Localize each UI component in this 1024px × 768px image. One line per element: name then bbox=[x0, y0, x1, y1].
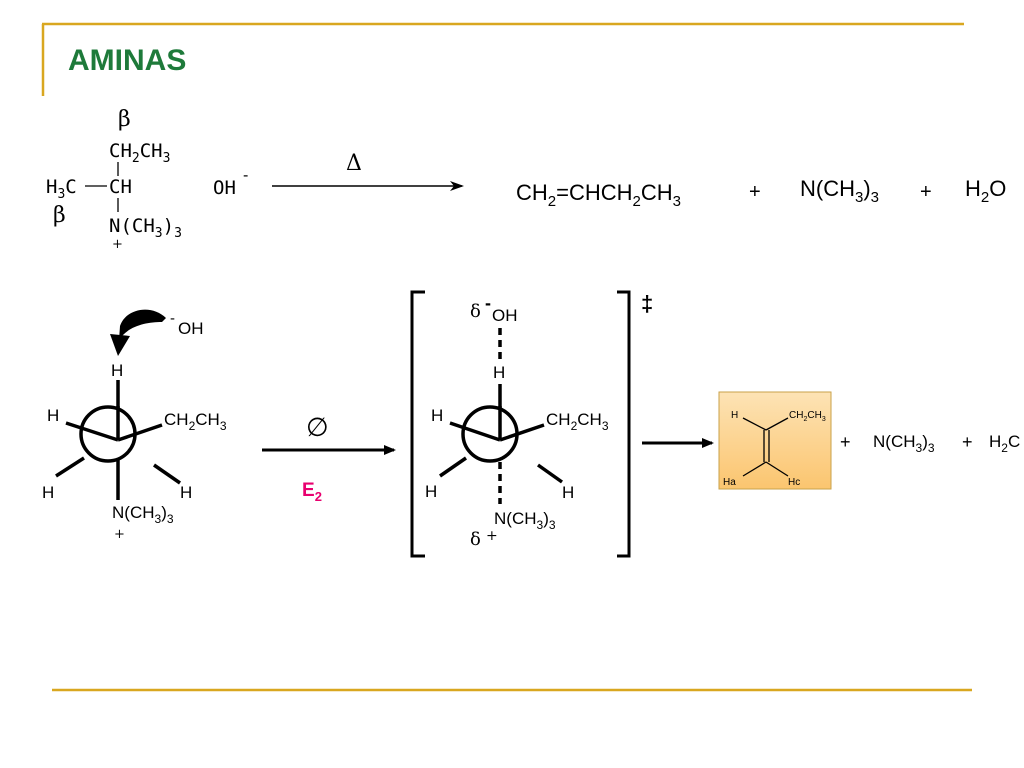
alkene-ha: Ha bbox=[723, 477, 736, 488]
plus-sign-1: + bbox=[749, 181, 761, 203]
heat-symbol: Δ bbox=[346, 151, 362, 176]
right-bracket bbox=[617, 290, 631, 558]
alkene-ethyl: CH2CH3 bbox=[789, 410, 826, 423]
product-trimethylamine-2: N(CH3)3 bbox=[873, 432, 935, 455]
product-box-background bbox=[718, 391, 832, 490]
plus-sign-3: + bbox=[840, 432, 851, 452]
left-bracket bbox=[410, 290, 425, 558]
curved-electron-arrow bbox=[119, 309, 166, 340]
ts-bond-back-h-lower-left bbox=[439, 456, 467, 478]
alkene-bond-h bbox=[742, 417, 767, 431]
ts-bond-back-h-lower-right bbox=[536, 463, 564, 484]
hydroxide-charge-newman: - bbox=[170, 310, 175, 327]
bond-front-ethyl bbox=[117, 423, 163, 442]
ts-h-left: H bbox=[431, 406, 443, 425]
products-row-2: + N(CH3)3 + H2C bbox=[840, 432, 1020, 455]
delta-plus-symbol: δ bbox=[470, 529, 481, 550]
product-trimethylamine: N(CH3)3 bbox=[800, 176, 879, 206]
bond-back-h-lower-right bbox=[153, 463, 181, 485]
newman-circle bbox=[79, 405, 137, 463]
alkene-hc: Hc bbox=[788, 477, 800, 488]
methyl-group: H3C bbox=[46, 176, 77, 202]
delta-minus-sign: - bbox=[485, 293, 491, 313]
beta-label-top: β bbox=[118, 107, 131, 132]
newman-h-lower-left: H bbox=[42, 483, 54, 502]
product-alkene-box: H CH2CH3 Ha Hc bbox=[718, 391, 832, 490]
ts-h-lower-left: H bbox=[425, 482, 437, 501]
newman-h-top: H bbox=[111, 361, 123, 380]
ts-newman-circle bbox=[461, 405, 519, 463]
e2-label: E2 bbox=[302, 480, 322, 504]
slide-frame bbox=[41, 22, 972, 692]
ts-bond-front-ethyl bbox=[499, 423, 545, 442]
delta-plus-sign: + bbox=[486, 528, 498, 544]
bond-back-h-lower-left bbox=[55, 456, 85, 478]
antiperiplanar-symbol: ∅ bbox=[306, 412, 329, 442]
e2-arrow-group: ∅ E2 bbox=[262, 412, 396, 504]
newman-h-left: H bbox=[47, 406, 59, 425]
ts-nitrogen-group: N(CH3)3 bbox=[494, 509, 556, 532]
transition-state: ‡ δ - OH H H CH2CH3 H H N(CH3)3 δ + bbox=[410, 290, 653, 558]
ts-hydroxide: OH bbox=[492, 306, 518, 325]
double-dagger: ‡ bbox=[641, 291, 653, 316]
newman-reactant: - OH H H CH2CH3 H H N(CH3)3 + bbox=[42, 309, 227, 542]
ts-h-lower-right: H bbox=[562, 483, 574, 502]
page-title: AMINAS bbox=[68, 44, 186, 77]
trimethylammonium-group: N(CH3)3 bbox=[109, 215, 182, 241]
hydroxide-ion: OH bbox=[213, 177, 236, 199]
ethyl-group: CH2CH3 bbox=[109, 140, 170, 166]
delta-minus-symbol: δ bbox=[470, 301, 481, 322]
alkene-bond-hc bbox=[765, 461, 789, 477]
newman-ethyl: CH2CH3 bbox=[164, 410, 227, 433]
beta-label-bottom: β bbox=[53, 203, 66, 228]
hydroxide-charge: - bbox=[243, 167, 248, 184]
ammonium-charge: + bbox=[112, 237, 123, 252]
curved-arrow-head bbox=[110, 334, 130, 356]
plus-sign-4: + bbox=[962, 432, 973, 452]
ts-h-top: H bbox=[493, 363, 505, 382]
product-water-2: H2C bbox=[989, 432, 1020, 455]
ts-ethyl: CH2CH3 bbox=[546, 410, 609, 433]
alkene-h-top: H bbox=[731, 410, 738, 421]
newman-h-lower-right: H bbox=[180, 483, 192, 502]
ts-bond-front-h-left bbox=[449, 421, 501, 442]
reaction-1: β CH2CH3 H3C CH β N(CH3)3 + OH - Δ CH2=C… bbox=[46, 107, 1006, 252]
product-water: H2O bbox=[965, 176, 1006, 206]
product-alkene: CH2=CHCH2CH3 bbox=[516, 180, 681, 210]
center-carbon: CH bbox=[109, 176, 132, 198]
bond-front-h-left bbox=[65, 421, 119, 442]
plus-sign-2: + bbox=[920, 181, 932, 203]
alkene-bond-ethyl bbox=[765, 417, 789, 431]
alkene-bond-ha bbox=[742, 461, 767, 477]
newman-nitrogen-charge: + bbox=[114, 527, 125, 542]
newman-nitrogen-group: N(CH3)3 bbox=[112, 503, 174, 526]
hydroxide-label-newman: OH bbox=[178, 319, 204, 338]
